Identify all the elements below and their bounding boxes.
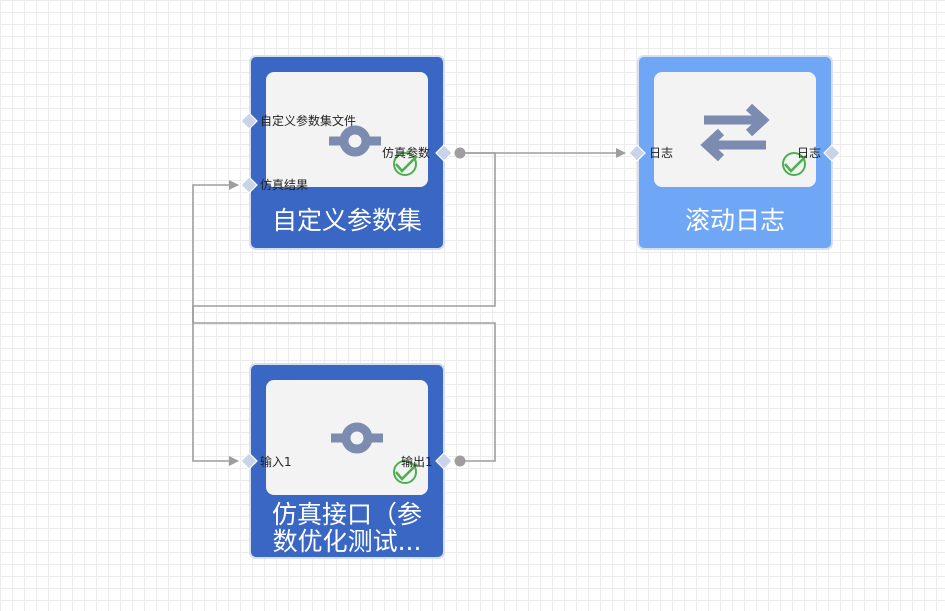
valve-icon	[331, 422, 383, 454]
port-label-in-file: 自定义参数集文件	[260, 114, 357, 128]
node-icon-panel	[266, 72, 428, 187]
node-icon-panel	[654, 72, 816, 187]
node-title: 滚动日志	[684, 207, 785, 234]
port-label-in1: 输入1	[260, 455, 292, 469]
node-title-line-2: 数优化测试...	[272, 528, 422, 555]
port-label-out-log: 日志	[797, 146, 822, 160]
port-label-out1: 输出1	[401, 455, 433, 469]
edge-params-to-input1[interactable]	[192, 152, 496, 466]
valve-icon	[329, 125, 381, 157]
node-title-line-1: 仿真接口（参	[271, 501, 422, 528]
edge-start-dot	[454, 147, 466, 159]
edge-output1-to-result[interactable]	[192, 180, 496, 462]
node-icon-panel	[266, 380, 428, 495]
edge-start-dot	[454, 455, 466, 467]
swap-arrows-icon	[700, 103, 770, 162]
node-title: 自定义参数集	[271, 207, 422, 234]
port-label-in-result: 仿真结果	[260, 178, 309, 192]
port-label-out-params: 仿真参数	[382, 146, 431, 160]
port-label-in-log: 日志	[649, 146, 674, 160]
